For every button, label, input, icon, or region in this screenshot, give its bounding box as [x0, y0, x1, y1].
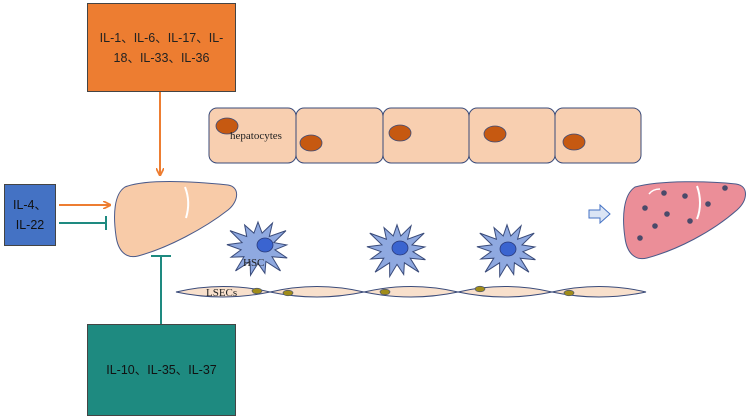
progression-arrow — [588, 203, 611, 225]
fibrosis-spot — [642, 205, 648, 211]
hepatocyte-row: hepatocytes — [208, 107, 642, 164]
hepatocytes-label: hepatocytes — [230, 130, 282, 142]
pro-fibrotic-cytokines-box: IL-1、IL-6、IL-17、IL-18、IL-33、IL-36 — [87, 3, 236, 92]
lsec-nucleus — [282, 289, 294, 297]
hepatocyte-nucleus — [562, 133, 586, 151]
hsc-label: HSC — [243, 257, 264, 269]
lsec-nucleus — [379, 288, 391, 296]
hsc-group — [226, 220, 537, 279]
dual-role-cytokines-line2: IL-22 — [15, 218, 45, 232]
lsec-row: LSECs — [175, 285, 647, 299]
hepatocyte-cell — [468, 107, 556, 164]
lsec-cell — [363, 286, 459, 298]
fibrosis-spot — [682, 193, 688, 199]
hsc-nucleus — [256, 237, 274, 253]
fibrosis-spot — [661, 190, 667, 196]
hsc-nucleus — [391, 240, 409, 256]
anti-fibrotic-cytokines-box: IL-10、IL-35、IL-37 — [87, 324, 236, 416]
dual-role-cytokines-line1: IL-4、 — [12, 198, 48, 212]
fibrotic-liver — [623, 181, 746, 260]
lsec-cell — [551, 286, 647, 298]
lsec-nucleus — [474, 285, 486, 293]
hepatocyte-nucleus — [483, 125, 507, 143]
fibrosis-spot — [687, 218, 693, 224]
lsec-cell — [457, 286, 553, 298]
lsecs-label: LSECs — [206, 287, 237, 299]
fibrosis-spot — [664, 211, 670, 217]
pro-fibrotic-cytokines-text: IL-1、IL-6、IL-17、IL-18、IL-33、IL-36 — [99, 30, 224, 65]
hepatocyte-nucleus — [215, 117, 239, 135]
hepatocyte-nucleus — [299, 134, 323, 152]
fibrosis-spot — [722, 185, 728, 191]
healthy-liver — [114, 181, 238, 258]
fibrosis-spot — [652, 223, 658, 229]
hsc-nucleus — [499, 241, 517, 257]
lsec-nucleus — [251, 287, 263, 295]
fibrosis-spot — [637, 235, 643, 241]
fibrosis-spot — [705, 201, 711, 207]
lsec-nucleus — [563, 289, 575, 297]
hsc-cell — [226, 220, 289, 277]
dual-role-cytokines-box: IL-4、 IL-22 — [4, 184, 56, 246]
anti-fibrotic-cytokines-text: IL-10、IL-35、IL-37 — [106, 363, 217, 377]
hepatocyte-nucleus — [388, 124, 412, 142]
